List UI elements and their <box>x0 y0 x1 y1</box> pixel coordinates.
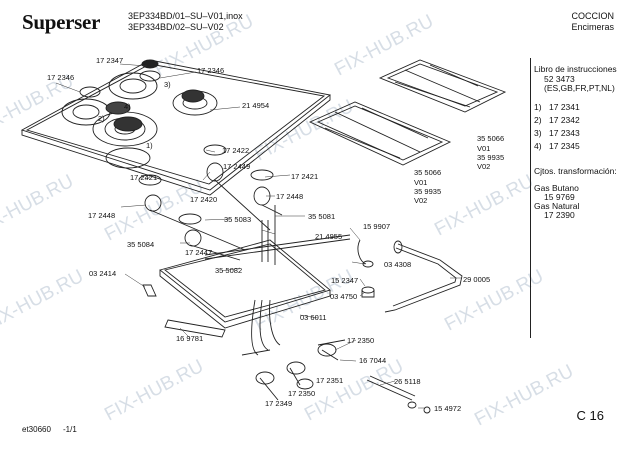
manual-number: 52 3473 <box>544 74 575 84</box>
part-label: 35 5066 <box>414 168 442 177</box>
part-label: 17 2350 <box>347 336 375 345</box>
part-label: 35 9935 <box>414 187 442 196</box>
part-label: 35 5083 <box>224 215 252 224</box>
brand-logo: Superser <box>22 10 101 34</box>
variant-label: V01 <box>414 178 428 187</box>
part-label: 17 2421 <box>291 172 319 181</box>
page-code: C 16 <box>576 408 604 423</box>
part-marker: 2) <box>98 114 105 123</box>
part-label: 17 2448 <box>276 192 304 201</box>
part-label: 16 9781 <box>176 334 204 343</box>
part-label: 26 5118 <box>394 377 421 386</box>
variant-label: V02 <box>477 162 491 171</box>
subcategory-label: Encimeras <box>571 22 614 32</box>
part-label: 17 2447 <box>185 248 213 257</box>
part-label: 35 5081 <box>308 212 336 221</box>
part-label: 03 4308 <box>384 260 412 269</box>
sidebar-divider <box>530 58 531 338</box>
numbered-part-marker: 2) <box>534 115 542 125</box>
variant-label: V02 <box>414 196 428 205</box>
part-label: 17 2422 <box>222 146 250 155</box>
part-marker: 4) <box>124 102 131 111</box>
part-label: 17 2350 <box>288 389 316 398</box>
part-label: 35 5066 <box>477 134 505 143</box>
gas-type-name: Gas Natural <box>534 201 580 211</box>
part-label: 17 2448 <box>88 211 116 220</box>
part-label: 21 4955 <box>315 232 343 241</box>
part-label: 17 2347 <box>96 56 124 65</box>
numbered-part-number: 17 2342 <box>549 115 580 125</box>
footer-code: et30660 <box>22 425 51 434</box>
part-label: 35 9935 <box>477 153 505 162</box>
model-line-2: 3EP334BD/02–SU–V02 <box>128 22 224 32</box>
part-label: 15 9907 <box>363 222 391 231</box>
manual-title: Libro de instrucciones <box>534 64 617 74</box>
numbered-part-number: 17 2345 <box>549 141 580 151</box>
part-label: 03 2414 <box>89 269 117 278</box>
gas-type-name: Gas Butano <box>534 183 579 193</box>
part-marker: 1) <box>146 141 153 150</box>
gas-type-part: 15 9769 <box>544 192 575 202</box>
conversion-title: Cjtos. transformación: <box>534 166 617 176</box>
part-label: 17 2349 <box>265 399 293 408</box>
gas-type-part: 17 2390 <box>544 210 575 220</box>
part-label: 15 4972 <box>434 404 462 413</box>
part-label: 29 0005 <box>463 275 491 284</box>
part-label: 17 2421 <box>130 173 158 182</box>
part-label: 35 5082 <box>215 266 243 275</box>
part-label: 35 5084 <box>127 240 155 249</box>
variant-label: V01 <box>477 144 491 153</box>
part-label: 17 2420 <box>190 195 218 204</box>
numbered-part-marker: 1) <box>534 102 542 112</box>
part-label: 17 2449 <box>223 162 251 171</box>
numbered-part-marker: 4) <box>534 141 542 151</box>
category-label: COCCION <box>571 11 615 21</box>
part-label: 15 2347 <box>331 276 359 285</box>
part-label: 16 7044 <box>359 356 387 365</box>
numbered-part-marker: 3) <box>534 128 542 138</box>
footer-page: -1/1 <box>63 425 77 434</box>
parts-sidebar: Libro de instrucciones 52 3473 (ES,GB,FR… <box>530 58 636 450</box>
part-label: 17 2351 <box>316 376 344 385</box>
part-label: 03 6011 <box>300 313 327 322</box>
part-marker: 3) <box>164 80 171 89</box>
numbered-part-number: 17 2343 <box>549 128 580 138</box>
part-label: 03 4750 <box>330 292 358 301</box>
part-label: 21 4954 <box>242 101 270 110</box>
part-label: 17 2346 <box>47 73 75 82</box>
part-label: 17 2346 <box>197 66 225 75</box>
model-line-1: 3EP334BD/01–SU–V01,inox <box>128 11 243 21</box>
manual-languages: (ES,GB,FR,PT,NL) <box>544 83 615 93</box>
numbered-part-number: 17 2341 <box>549 102 580 112</box>
